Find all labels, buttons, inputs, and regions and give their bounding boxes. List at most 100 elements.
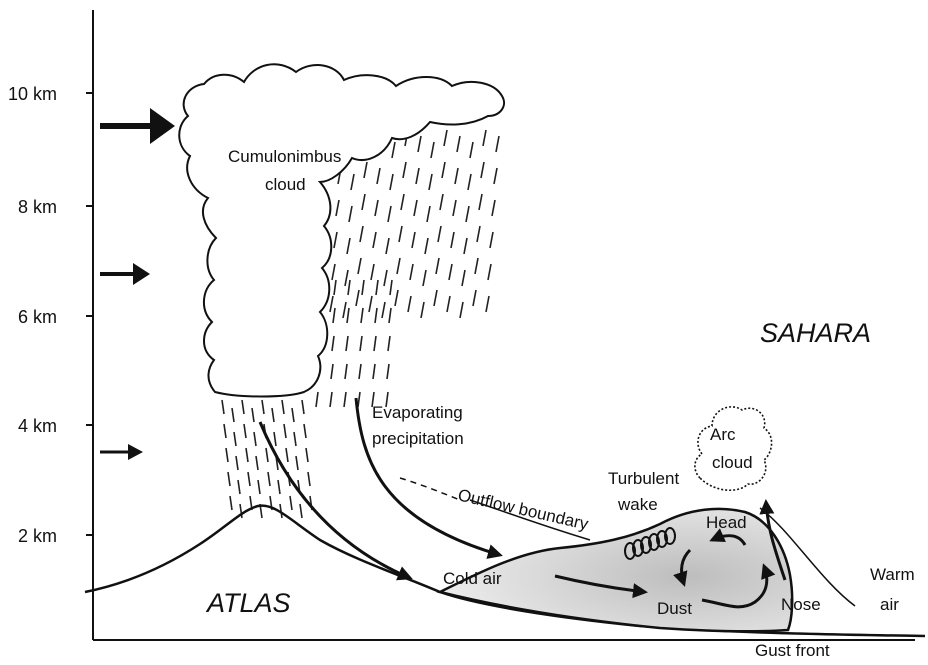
warm-air-label-line1: Warm bbox=[870, 565, 915, 584]
rain-streak bbox=[302, 400, 304, 414]
rain-streak bbox=[330, 296, 333, 312]
rain-streak bbox=[410, 264, 413, 280]
rain-streak bbox=[226, 448, 228, 462]
cumulonimbus-cloud bbox=[179, 64, 504, 396]
rain-streak bbox=[390, 174, 393, 190]
rain-streak bbox=[438, 226, 441, 242]
wind-arrow-icon-large bbox=[100, 108, 175, 144]
rain-streak bbox=[403, 162, 406, 178]
turbulent-wake-label-line1: Turbulent bbox=[608, 469, 679, 488]
rain-streak bbox=[230, 496, 232, 510]
rain-streak bbox=[256, 456, 258, 470]
rain-streak bbox=[451, 232, 454, 248]
rain-streak bbox=[347, 308, 349, 323]
rain-streak bbox=[345, 270, 348, 286]
rain-streak bbox=[224, 424, 226, 438]
rain-streak bbox=[349, 206, 352, 222]
rain-streak bbox=[272, 408, 274, 422]
rain-streak bbox=[376, 280, 378, 295]
rain-streak bbox=[242, 400, 244, 414]
rain-streak bbox=[479, 194, 482, 210]
rain-streak bbox=[466, 206, 469, 222]
arc-cloud bbox=[695, 407, 772, 490]
rain-streak bbox=[362, 194, 365, 210]
rain-streak bbox=[389, 308, 391, 323]
rain-streak bbox=[286, 448, 288, 462]
rain-streak bbox=[344, 392, 346, 407]
rain-streak bbox=[348, 280, 350, 295]
rain-streak bbox=[232, 408, 234, 422]
rain-streak bbox=[488, 264, 491, 280]
rain-streak bbox=[369, 296, 372, 312]
rain-streak bbox=[470, 142, 473, 158]
rain-streak bbox=[440, 194, 443, 210]
rain-streak bbox=[494, 168, 497, 184]
rain-streak bbox=[477, 226, 480, 242]
rain-streak bbox=[382, 302, 385, 318]
rain-streak bbox=[332, 336, 334, 351]
rain-streak bbox=[331, 364, 333, 379]
rain-streak bbox=[483, 130, 486, 146]
rain-streak bbox=[358, 258, 361, 274]
rain-streak bbox=[306, 448, 308, 462]
rain-streak bbox=[444, 130, 447, 146]
arc-cloud-label-line2: cloud bbox=[712, 453, 753, 472]
cold-air-label: Cold air bbox=[443, 569, 502, 588]
rain-streak bbox=[292, 408, 294, 422]
rain-streak bbox=[258, 480, 260, 494]
rain-streak bbox=[442, 162, 445, 178]
rain-streak bbox=[464, 238, 467, 254]
rain-streak bbox=[274, 432, 276, 446]
rain-streak bbox=[308, 472, 310, 486]
rain-streak bbox=[486, 296, 489, 312]
rain-streak bbox=[434, 290, 437, 306]
rain-streak bbox=[453, 200, 456, 216]
rain-streak bbox=[377, 168, 380, 184]
rain-streak bbox=[475, 258, 478, 274]
rain-streak bbox=[316, 392, 318, 407]
rain-streak bbox=[330, 392, 332, 407]
rain-streak bbox=[412, 232, 415, 248]
atlas-label: ATLAS bbox=[205, 588, 291, 618]
rain-streak bbox=[262, 400, 264, 414]
warm-air-label-line2: air bbox=[880, 595, 899, 614]
rain-streak bbox=[266, 448, 268, 462]
rain-streak bbox=[457, 136, 460, 152]
tick-label-10km: 10 km bbox=[8, 84, 57, 104]
rain-streak bbox=[375, 308, 377, 323]
rain-streak bbox=[431, 142, 434, 158]
rain-streak bbox=[399, 226, 402, 242]
rain-streak bbox=[395, 290, 398, 306]
head-label: Head bbox=[706, 513, 747, 532]
rain-streak bbox=[364, 162, 367, 178]
rain-streak bbox=[388, 336, 390, 351]
rain-streak bbox=[343, 302, 346, 318]
rain-streak bbox=[252, 408, 254, 422]
rain-streak bbox=[236, 456, 238, 470]
rain-streak bbox=[359, 364, 361, 379]
rain-streak bbox=[388, 206, 391, 222]
rain-streak bbox=[360, 336, 362, 351]
rain-streak bbox=[397, 258, 400, 274]
rain-streak bbox=[373, 364, 375, 379]
rain-streak bbox=[423, 270, 426, 286]
rain-streak bbox=[414, 200, 417, 216]
rain-streak bbox=[449, 264, 452, 280]
gust-front-label: Gust front bbox=[755, 641, 830, 660]
rain-streak bbox=[468, 174, 471, 190]
wind-arrow-icon-medium bbox=[100, 263, 150, 285]
tick-marks bbox=[86, 93, 93, 535]
dust-label: Dust bbox=[657, 599, 692, 618]
rain-streak bbox=[375, 200, 378, 216]
rain-streak bbox=[300, 504, 302, 518]
evaporating-label-line1: Evaporating bbox=[372, 403, 463, 422]
rain-streak bbox=[371, 264, 374, 280]
evaporating-label-line2: precipitation bbox=[372, 429, 464, 448]
rain-streak bbox=[481, 162, 484, 178]
rain-streak bbox=[436, 258, 439, 274]
rain-streak bbox=[384, 270, 387, 286]
outflow-dashed-line bbox=[400, 478, 460, 500]
rain-streak bbox=[462, 270, 465, 286]
